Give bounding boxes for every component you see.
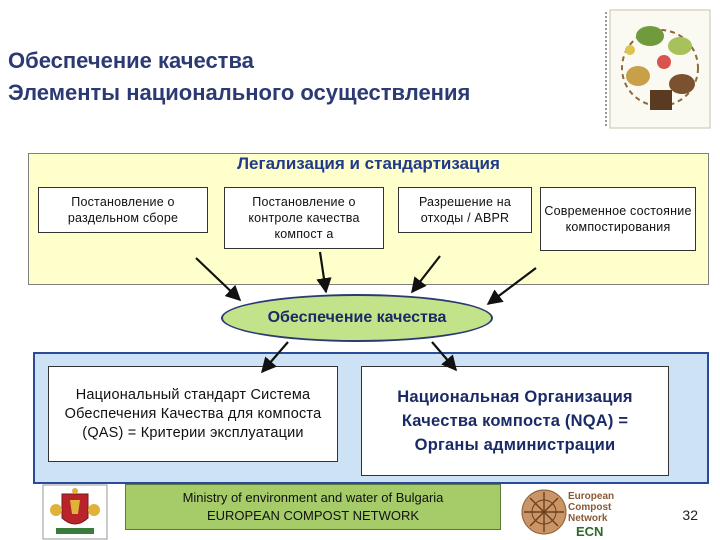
compost-quality-regulation-box: Постановление о контроле качества компос… — [224, 187, 384, 249]
legalization-title: Легализация и стандартизация — [237, 154, 500, 173]
ecn-logo-line2: Compost — [568, 502, 612, 513]
national-organization-box: Национальная Организация Качества компос… — [361, 366, 669, 476]
separate-collection-regulation-label: Постановление о раздельном сборе — [67, 195, 179, 225]
ecn-logo-line3: Network — [568, 513, 608, 524]
footer-network-line: EUROPEAN COMPOST NETWORK — [206, 508, 420, 523]
slide-title-line1: Обеспечение качества — [8, 48, 254, 73]
composting-state-label: Современное состояние компостирования — [544, 204, 692, 234]
page-number: 32 — [682, 507, 698, 523]
ecn-logo-abbr: ECN — [576, 524, 603, 539]
quality-assurance-label: Обеспечение качества — [267, 309, 447, 326]
ecn-logo-line1: European — [568, 491, 614, 502]
waste-permit-abpr-box: Разрешение на отходы / ABPR — [398, 187, 532, 233]
national-standard-box: Национальный стандарт Система Обеспечени… — [48, 366, 338, 462]
composting-state-box: Современное состояние компостирования — [540, 187, 696, 251]
waste-permit-abpr-label: Разрешение на отходы / ABPR — [418, 195, 512, 225]
national-organization-label: Национальная Организация Качества компос… — [397, 388, 633, 454]
national-standard-label: Национальный стандарт Система Обеспечени… — [64, 386, 322, 441]
footer-ministry-line: Ministry of environment and water of Bul… — [182, 490, 444, 505]
bulgaria-coat-of-arms-icon — [42, 484, 108, 540]
footer-ministry-box: Ministry of environment and water of Bul… — [125, 484, 501, 530]
compost-quality-regulation-label: Постановление о контроле качества компос… — [248, 195, 360, 241]
compost-cycle-illustration — [605, 9, 711, 129]
ecn-logo: European Compost Network ECN — [521, 489, 614, 539]
slide-title-line2: Элементы национального осуществления — [8, 80, 471, 105]
quality-assurance-ellipse: Обеспечение качества — [221, 294, 493, 342]
separate-collection-regulation-box: Постановление о раздельном сборе — [38, 187, 208, 233]
